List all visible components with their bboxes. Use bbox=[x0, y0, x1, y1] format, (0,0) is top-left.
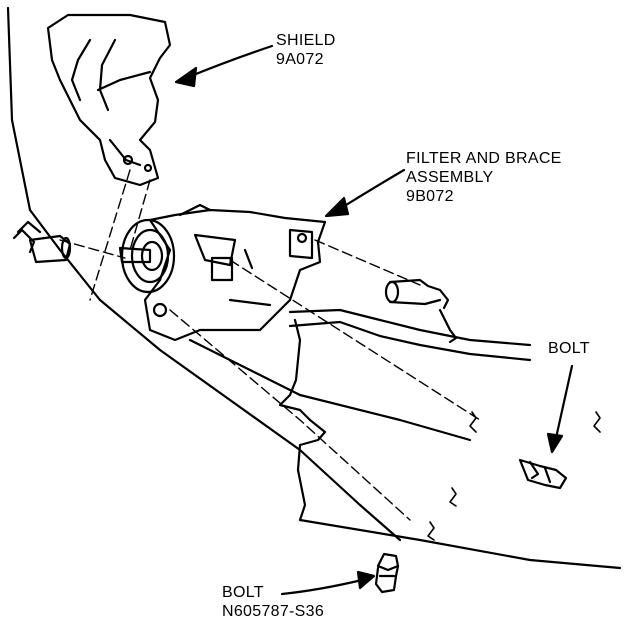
bolt-bottom-part-number: N605787-S36 bbox=[222, 603, 325, 620]
bolt-bottom-leader-arrow bbox=[280, 570, 376, 596]
filter-leader-arrow bbox=[324, 168, 406, 218]
filter-part-number: 9B072 bbox=[406, 188, 454, 205]
frame-rail bbox=[6, 6, 622, 570]
shield-name: SHIELD bbox=[276, 32, 336, 49]
bolt-right-leader-arrow bbox=[546, 364, 574, 454]
filter-brace-label: FILTER AND BRACE ASSEMBLY 9B072 bbox=[406, 149, 562, 206]
filter-and-brace-part bbox=[118, 203, 327, 342]
shield-label: SHIELD 9A072 bbox=[276, 31, 336, 69]
fuel-tube bbox=[278, 308, 532, 522]
alignment-dashes bbox=[59, 169, 481, 521]
bolt-right-name: BOLT bbox=[548, 340, 590, 357]
bolt-right-label: BOLT bbox=[548, 339, 590, 358]
bolt-bottom-part bbox=[374, 552, 400, 594]
bolt-bottom-name: BOLT bbox=[222, 584, 264, 601]
bolt-right-part bbox=[518, 458, 568, 490]
filter-name-line2: ASSEMBLY bbox=[406, 169, 494, 186]
shield-part-number: 9A072 bbox=[276, 51, 324, 68]
shield-part bbox=[46, 13, 172, 187]
bolt-bottom-label: BOLT N605787-S36 bbox=[222, 583, 324, 621]
washer-marks bbox=[427, 411, 601, 541]
filter-name-line1: FILTER AND BRACE bbox=[406, 150, 562, 167]
hose-fitting-right bbox=[384, 278, 458, 344]
shield-leader-arrow bbox=[174, 44, 274, 88]
hose-fitting-left bbox=[12, 220, 72, 264]
